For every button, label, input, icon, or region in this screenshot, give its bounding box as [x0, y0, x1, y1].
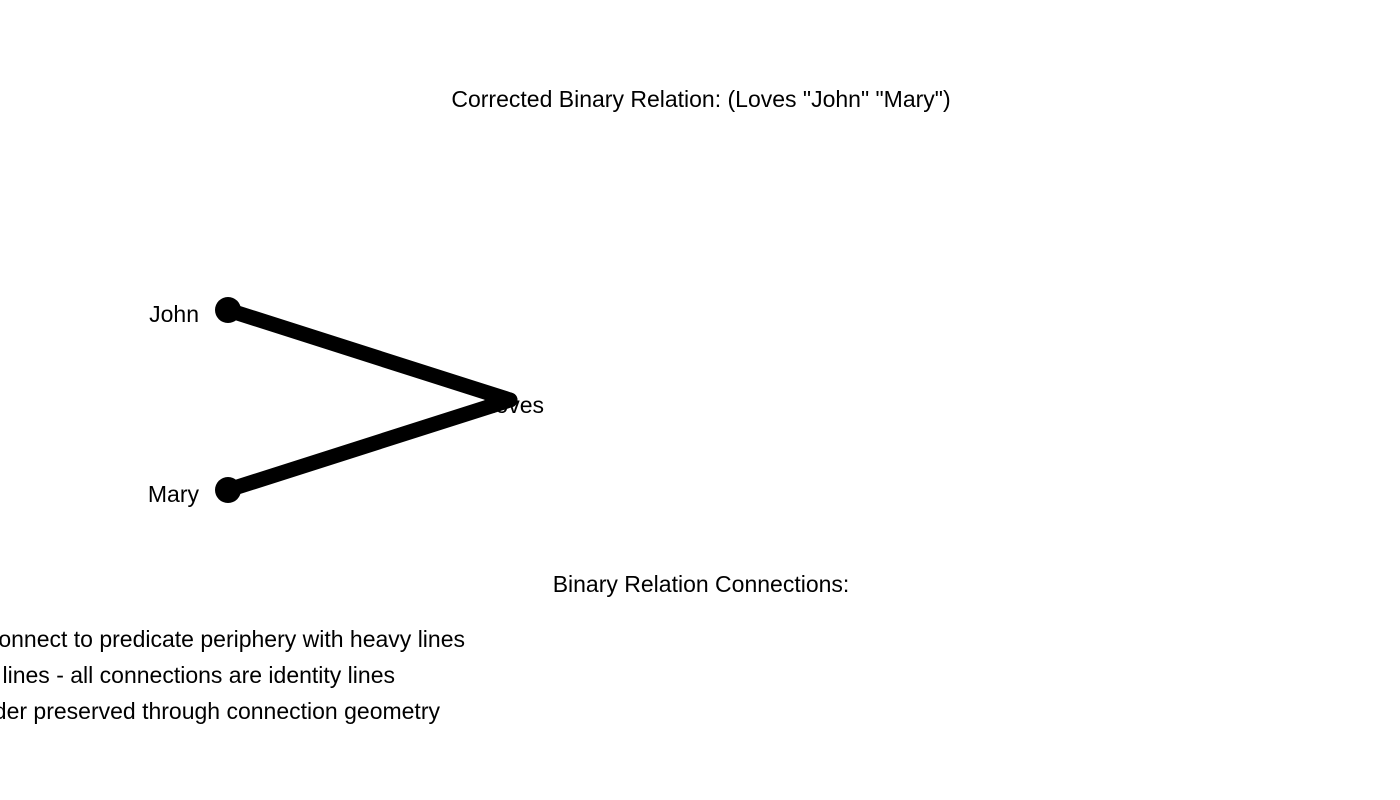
- identity-line-mary: [220, 392, 518, 498]
- identity-line-john: [220, 302, 518, 408]
- entity-label-mary: Mary: [148, 481, 200, 507]
- connections-heading: Binary Relation Connections:: [553, 571, 850, 597]
- entity-node-john: [215, 297, 241, 323]
- entity-label-john: John: [149, 301, 199, 327]
- entity-node-mary: [215, 477, 241, 503]
- diagram-title: Corrected Binary Relation: (Loves "John"…: [451, 86, 950, 112]
- connection-note-3: • Argument order preserved through conne…: [0, 698, 440, 724]
- predicate-label: Loves: [483, 392, 544, 418]
- connection-note-2: • No separate lines - all connections ar…: [0, 662, 395, 688]
- connection-note-1: • Entities connect to predicate peripher…: [0, 626, 465, 652]
